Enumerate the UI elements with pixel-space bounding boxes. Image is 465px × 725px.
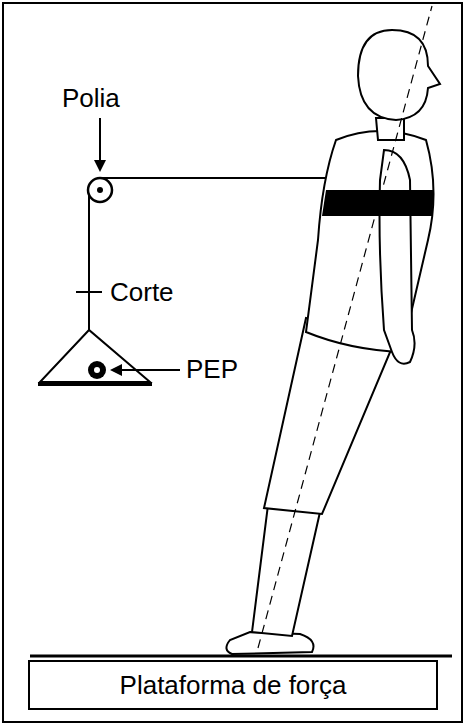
- arm-band: [322, 190, 434, 216]
- shin: [252, 505, 320, 636]
- ground-line: [30, 655, 452, 658]
- torso: [306, 131, 434, 352]
- pulley-axle: [97, 187, 103, 193]
- neck: [376, 118, 404, 140]
- pointer-line: [118, 369, 180, 371]
- part-label: PEP: [186, 355, 238, 384]
- pointer-head: [94, 160, 106, 172]
- part-label: Corte: [110, 278, 174, 307]
- person: [226, 30, 440, 654]
- platform-box: Plataforma de força: [28, 660, 438, 710]
- frame: [3, 3, 462, 722]
- pan-base: [38, 382, 152, 386]
- cut-mark: [76, 291, 102, 293]
- cable: [88, 190, 90, 330]
- weight-center: [94, 367, 100, 373]
- part-label: Polia: [62, 84, 120, 113]
- platform-label: Plataforma de força: [120, 670, 347, 701]
- head: [358, 30, 440, 120]
- pointer-head: [110, 364, 122, 376]
- weight-pan: [40, 330, 150, 382]
- cable: [100, 177, 326, 179]
- weight: [88, 361, 106, 379]
- pointer-line: [99, 118, 101, 166]
- body-axis: [258, 6, 432, 648]
- foot: [226, 632, 313, 654]
- pulley: [88, 178, 112, 202]
